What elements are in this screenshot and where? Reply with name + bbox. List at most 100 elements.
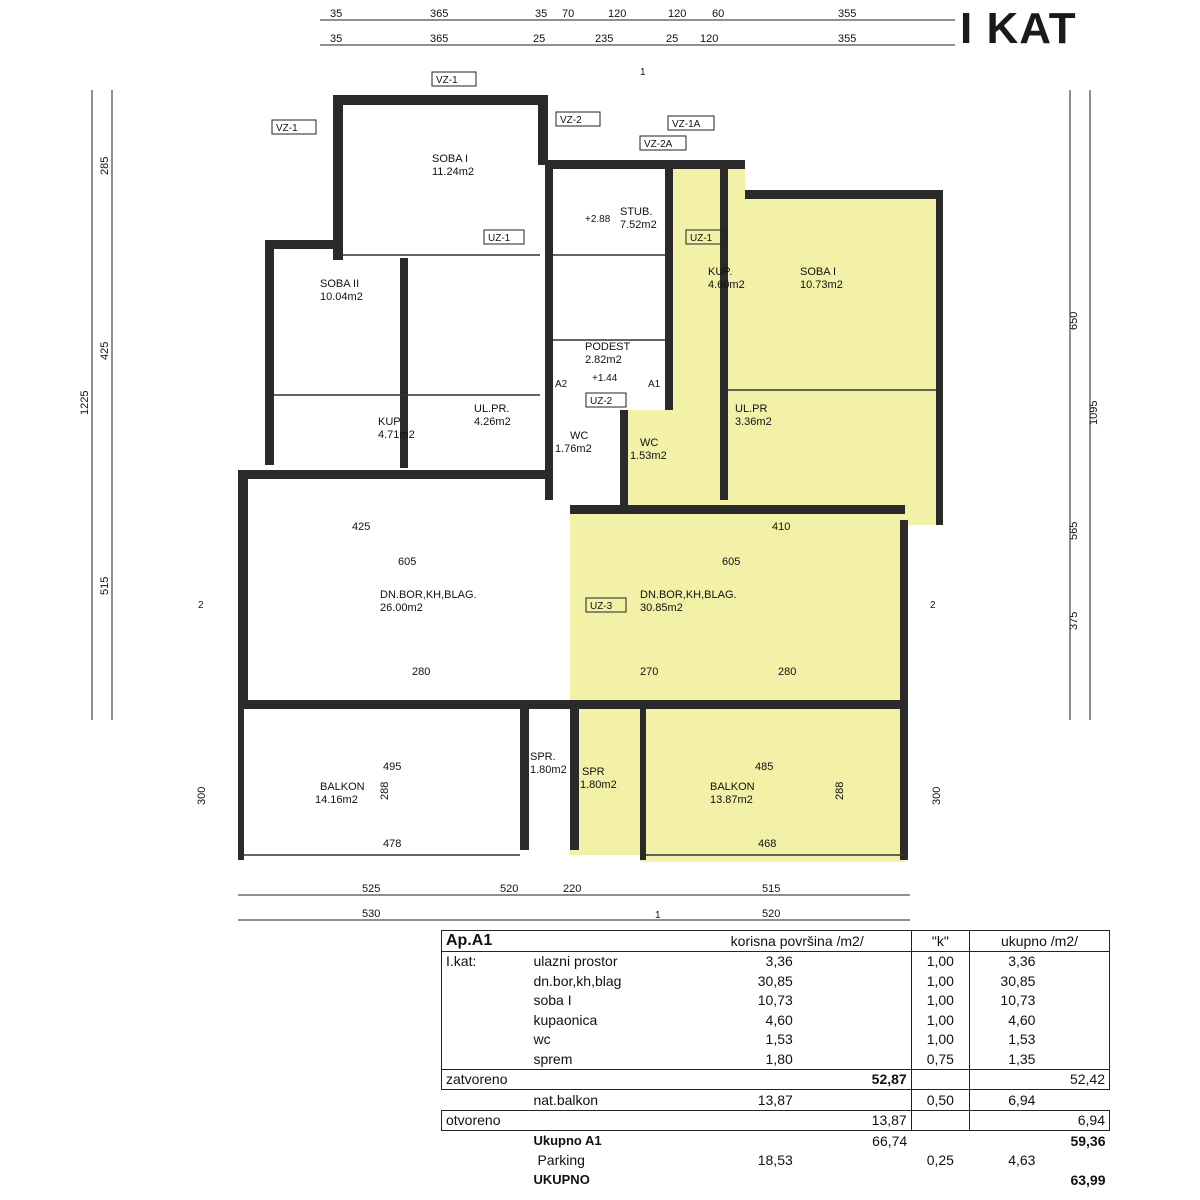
tag-uz-2: UZ-2 bbox=[590, 396, 613, 407]
room-name: WC bbox=[570, 430, 588, 442]
room-area: 14.16m2 bbox=[315, 794, 358, 806]
room-name: DN.BOR,KH,BLAG. bbox=[380, 589, 477, 601]
room-area: 13.87m2 bbox=[710, 794, 753, 806]
label: 515 bbox=[762, 883, 780, 895]
label: 25 bbox=[666, 33, 678, 45]
label: A2 bbox=[555, 379, 568, 390]
room-area: 1.80m2 bbox=[580, 779, 617, 791]
label: 605 bbox=[722, 556, 740, 568]
label: 35 bbox=[330, 33, 342, 45]
room-area: 30.85m2 bbox=[640, 602, 683, 614]
room-area: 4.60m2 bbox=[708, 279, 745, 291]
label: 300 bbox=[196, 787, 208, 805]
label: 1095 bbox=[1088, 401, 1100, 425]
label: 280 bbox=[778, 666, 796, 678]
label: 35 bbox=[535, 8, 547, 20]
label: 300 bbox=[931, 787, 943, 805]
label: 520 bbox=[500, 883, 518, 895]
room-area: 11.24m2 bbox=[432, 166, 474, 178]
row-area: 1,53 bbox=[765, 1031, 793, 1048]
walls-thin bbox=[244, 254, 936, 856]
room-name: KUP. bbox=[378, 416, 402, 428]
label: 285 bbox=[99, 157, 111, 175]
room-name: BALKON bbox=[320, 781, 365, 793]
label: 2 bbox=[198, 600, 204, 611]
label: 120 bbox=[668, 8, 686, 20]
room-area: 10.04m2 bbox=[320, 291, 363, 303]
label: 70 bbox=[562, 8, 574, 20]
label: VZ-1 bbox=[436, 75, 458, 86]
row-total: 10,73 bbox=[968, 990, 1040, 1010]
label: 235 bbox=[595, 33, 613, 45]
label: 1 bbox=[655, 910, 661, 921]
label: 270 bbox=[640, 666, 658, 678]
room-name: SOBA II bbox=[320, 278, 359, 290]
row-name: sprem bbox=[533, 1050, 573, 1067]
label: 515 bbox=[99, 577, 111, 595]
room-labels: SOBA I 11.24m2 STUB. 7.52m2 SOBA I 10.73… bbox=[315, 153, 843, 806]
closed-label: zatvoreno bbox=[440, 1069, 684, 1090]
col-header-k: "k" bbox=[910, 930, 970, 951]
room-area: 4.26m2 bbox=[474, 416, 511, 428]
label: 495 bbox=[383, 761, 401, 773]
parking-total: 4,63 bbox=[1008, 1152, 1036, 1169]
row-area: 30,85 bbox=[757, 972, 793, 989]
label: 375 bbox=[1068, 612, 1080, 630]
label: VZ-2A bbox=[644, 139, 673, 150]
open-label: otvoreno bbox=[440, 1110, 684, 1131]
room-area: 10.73m2 bbox=[800, 279, 843, 291]
room-name: SPR. bbox=[530, 751, 556, 763]
row-k: 1,00 bbox=[910, 990, 970, 1010]
room-name: SPR bbox=[582, 766, 605, 778]
row-total: 30,85 bbox=[968, 971, 1040, 991]
room-name: PODEST bbox=[585, 341, 631, 353]
label: 425 bbox=[352, 521, 370, 533]
label: VZ-2 bbox=[560, 115, 582, 126]
label: VZ-1A bbox=[672, 119, 701, 130]
label: 288 bbox=[834, 782, 846, 800]
label: 35 bbox=[330, 8, 342, 20]
parking-area: 18,53 bbox=[757, 1152, 793, 1169]
closed-total: 52,42 bbox=[1039, 1069, 1111, 1090]
row-k: 1,00 bbox=[910, 1010, 970, 1030]
sum-a1-total: 59,36 bbox=[1070, 1132, 1106, 1149]
room-area: 7.52m2 bbox=[620, 219, 657, 231]
label: 410 bbox=[772, 521, 790, 533]
room-area: 26.00m2 bbox=[380, 602, 423, 614]
col-header-area: korisna površina /m2/ bbox=[730, 932, 864, 949]
row-name: soba I bbox=[533, 992, 572, 1009]
label: 478 bbox=[383, 838, 401, 850]
balcony-total: 6,94 bbox=[968, 1089, 1040, 1110]
label: UZ-1 bbox=[690, 233, 713, 244]
label: 530 bbox=[362, 908, 380, 920]
row-name: kupaonica bbox=[533, 1011, 598, 1028]
label: +1.44 bbox=[592, 373, 618, 384]
label: 355 bbox=[838, 8, 856, 20]
label: 650 bbox=[1068, 312, 1080, 330]
floor-plan: SOBA I 11.24m2 STUB. 7.52m2 SOBA I 10.73… bbox=[79, 8, 1100, 921]
room-area: 1.76m2 bbox=[555, 443, 592, 455]
parking-label: Parking bbox=[537, 1152, 585, 1169]
room-name: SOBA I bbox=[432, 153, 468, 165]
parking-k: 0,25 bbox=[926, 1152, 954, 1169]
label: 288 bbox=[379, 782, 391, 800]
row-name: dn.bor,kh,blag bbox=[533, 972, 622, 989]
label: UZ-1 bbox=[488, 233, 511, 244]
label: 520 bbox=[762, 908, 780, 920]
dimension-text: 35 365 35 70 120 120 60 355 35 365 25 23… bbox=[79, 8, 1100, 920]
label: 120 bbox=[608, 8, 626, 20]
label: 25 bbox=[533, 33, 545, 45]
sum-a1-area: 66,74 bbox=[872, 1132, 908, 1149]
row-k: 1,00 bbox=[910, 1029, 970, 1049]
element-tags bbox=[271, 71, 727, 613]
sum-a1-label: Ukupno A1 bbox=[533, 1133, 602, 1149]
label: 120 bbox=[700, 33, 718, 45]
room-area: 2.82m2 bbox=[585, 354, 622, 366]
row-total: 4,60 bbox=[968, 1010, 1040, 1030]
label: 1 bbox=[640, 67, 646, 78]
row-area: 3,36 bbox=[765, 953, 793, 970]
label: 60 bbox=[712, 8, 724, 20]
label: A1 bbox=[648, 379, 661, 390]
label: 220 bbox=[563, 883, 581, 895]
row-total: 1,35 bbox=[968, 1049, 1040, 1069]
